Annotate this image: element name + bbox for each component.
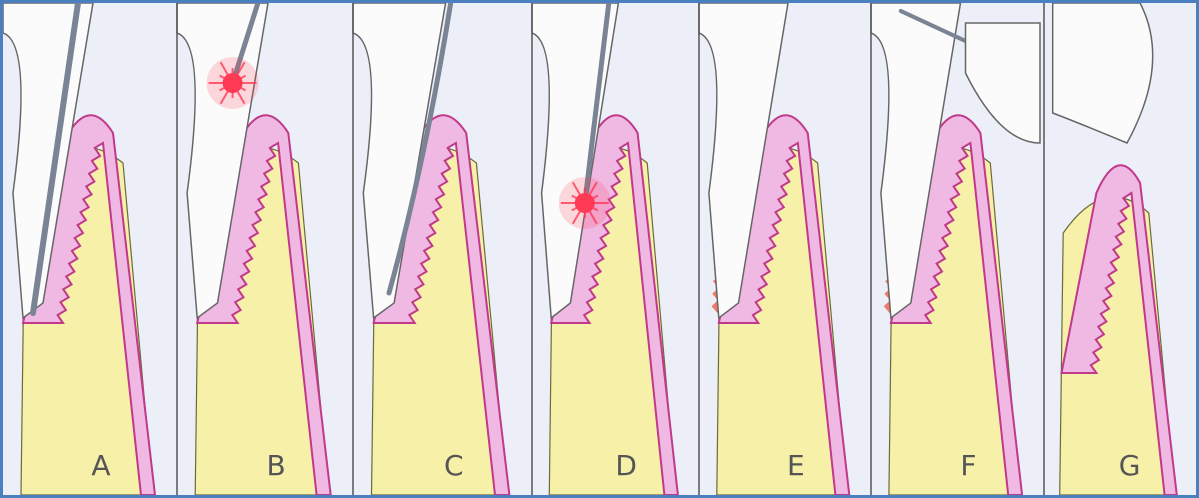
figure-canvas: A B C D E F G [3,3,1196,495]
panel-g: G [1044,3,1196,495]
panel-label-e: E [787,449,805,482]
laser-burst-pocket [559,177,611,229]
panel-label-f: F [960,449,976,482]
panel-d: D [532,3,699,495]
panel-a: A [3,3,177,495]
panel-label-d: D [615,449,637,482]
panel-c: C [353,3,532,495]
panel-label-a: A [91,449,110,482]
panel-label-c: C [444,449,464,482]
laser-burst-crest [207,57,259,109]
panel-label-b: B [266,449,285,482]
panel-label-g: G [1119,449,1141,482]
panel-e: E [699,3,871,495]
panel-b: B [177,3,353,495]
panel-f: F [871,3,1044,495]
